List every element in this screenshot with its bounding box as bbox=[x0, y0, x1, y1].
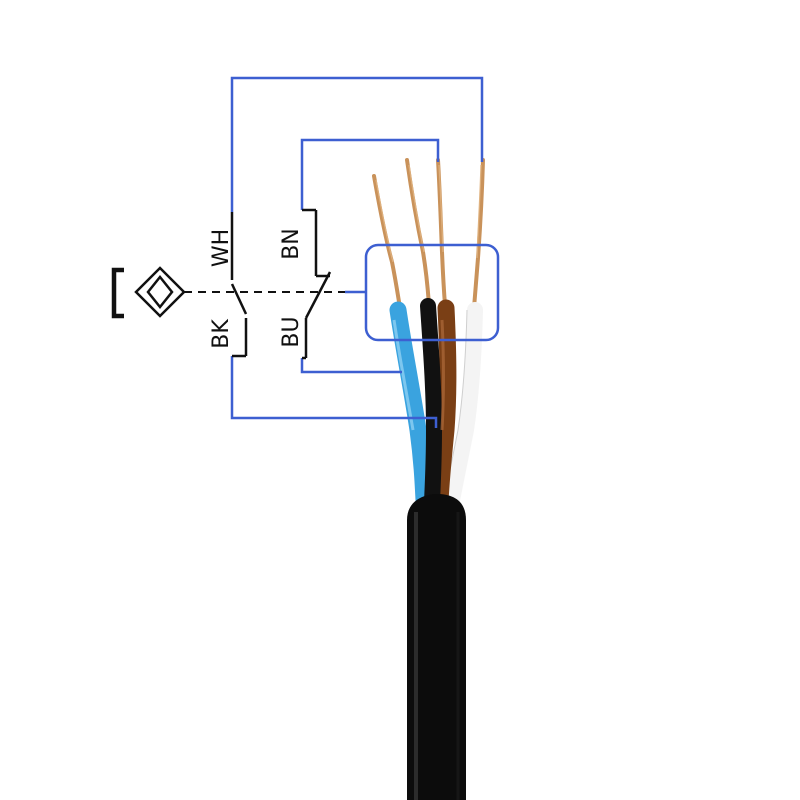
inductive-sensor-icon bbox=[111, 266, 186, 319]
cable-jacket bbox=[407, 494, 466, 800]
copper-strand-blue bbox=[372, 174, 402, 310]
normally-closed-switch-icon bbox=[302, 208, 332, 360]
wire-black bbox=[420, 298, 443, 510]
copper-strands bbox=[372, 158, 485, 310]
copper-strand-black bbox=[405, 158, 431, 307]
copper-strand-brown bbox=[436, 158, 447, 307]
label-bu: BU bbox=[279, 316, 304, 347]
label-bn: BN bbox=[279, 228, 304, 260]
connection-lines bbox=[230, 76, 500, 428]
copper-strand-white bbox=[472, 158, 485, 310]
black-wire-connection bbox=[230, 356, 438, 428]
label-wh: WH bbox=[209, 229, 234, 267]
label-bk: BK bbox=[209, 319, 234, 349]
normally-open-switch-icon bbox=[230, 212, 248, 358]
cable-photo bbox=[372, 158, 485, 800]
wire-blue bbox=[389, 301, 433, 509]
blue-wire-connection bbox=[300, 358, 402, 374]
white-wire-connection bbox=[230, 76, 484, 212]
wire-white bbox=[444, 302, 483, 508]
brown-wire-connection bbox=[300, 138, 440, 210]
